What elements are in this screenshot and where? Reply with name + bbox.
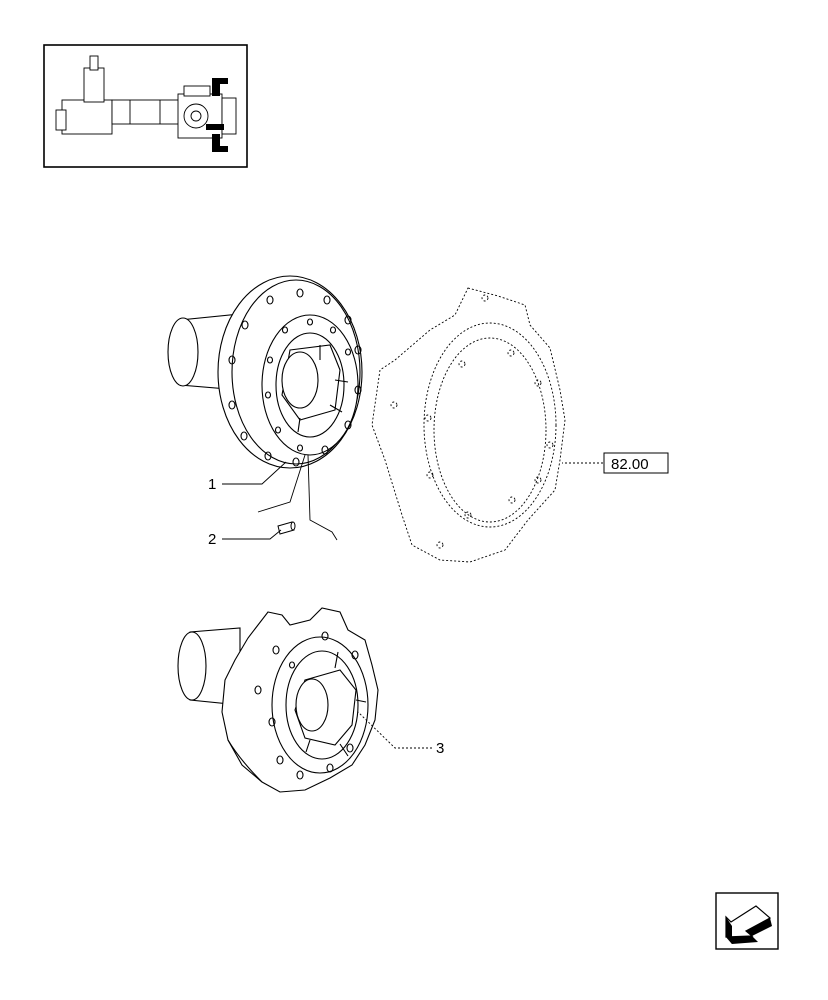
brake-plate-reference bbox=[371, 287, 566, 563]
callout-2: 2 bbox=[208, 531, 216, 548]
hub-part-1[interactable] bbox=[167, 275, 363, 469]
leader-lines bbox=[222, 454, 603, 749]
reference-box[interactable]: 82.00 bbox=[603, 452, 669, 474]
reference-label: 82.00 bbox=[611, 456, 649, 473]
callout-1: 1 bbox=[208, 476, 216, 493]
pin-part-2[interactable] bbox=[277, 521, 296, 535]
back-arrow-icon[interactable] bbox=[715, 892, 779, 950]
hub-part-3[interactable] bbox=[177, 607, 379, 793]
callout-3: 3 bbox=[436, 740, 444, 757]
axle-assembly-thumbnail[interactable] bbox=[43, 44, 248, 168]
